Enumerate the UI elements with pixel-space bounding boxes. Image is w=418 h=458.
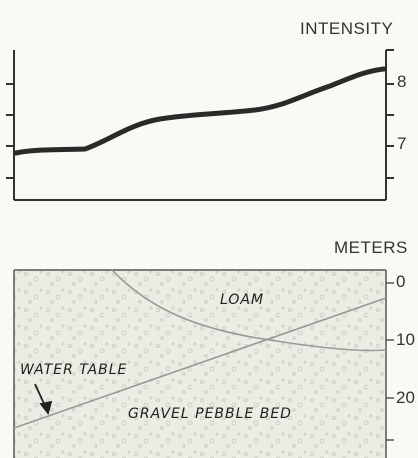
intensity-right-ticks (386, 49, 394, 179)
loam-boundary (111, 269, 387, 352)
intensity-frame (13, 50, 387, 201)
water-table-label: WATER TABLE (20, 362, 128, 378)
section-frame (13, 269, 387, 458)
intensity-left-ticks (6, 83, 14, 179)
intensity-curve (13, 66, 387, 156)
meters-tick-20: 20 (396, 388, 415, 407)
intensity-axis-title: INTENSITY (300, 19, 394, 38)
meters-axis-title: METERS (334, 238, 408, 257)
intensity-tick-8: 8 (397, 72, 407, 91)
gravel-label: GRAVEL PEBBLE BED (128, 406, 292, 422)
section-texture (14, 270, 386, 458)
intensity-tick-7: 7 (397, 134, 407, 153)
water-table-line (13, 297, 387, 429)
loam-label: LOAM (220, 292, 265, 308)
meters-ticks (386, 282, 394, 441)
water-table-arrow (34, 383, 53, 415)
meters-tick-0: 0 (396, 272, 406, 291)
meters-tick-10: 10 (396, 330, 415, 349)
